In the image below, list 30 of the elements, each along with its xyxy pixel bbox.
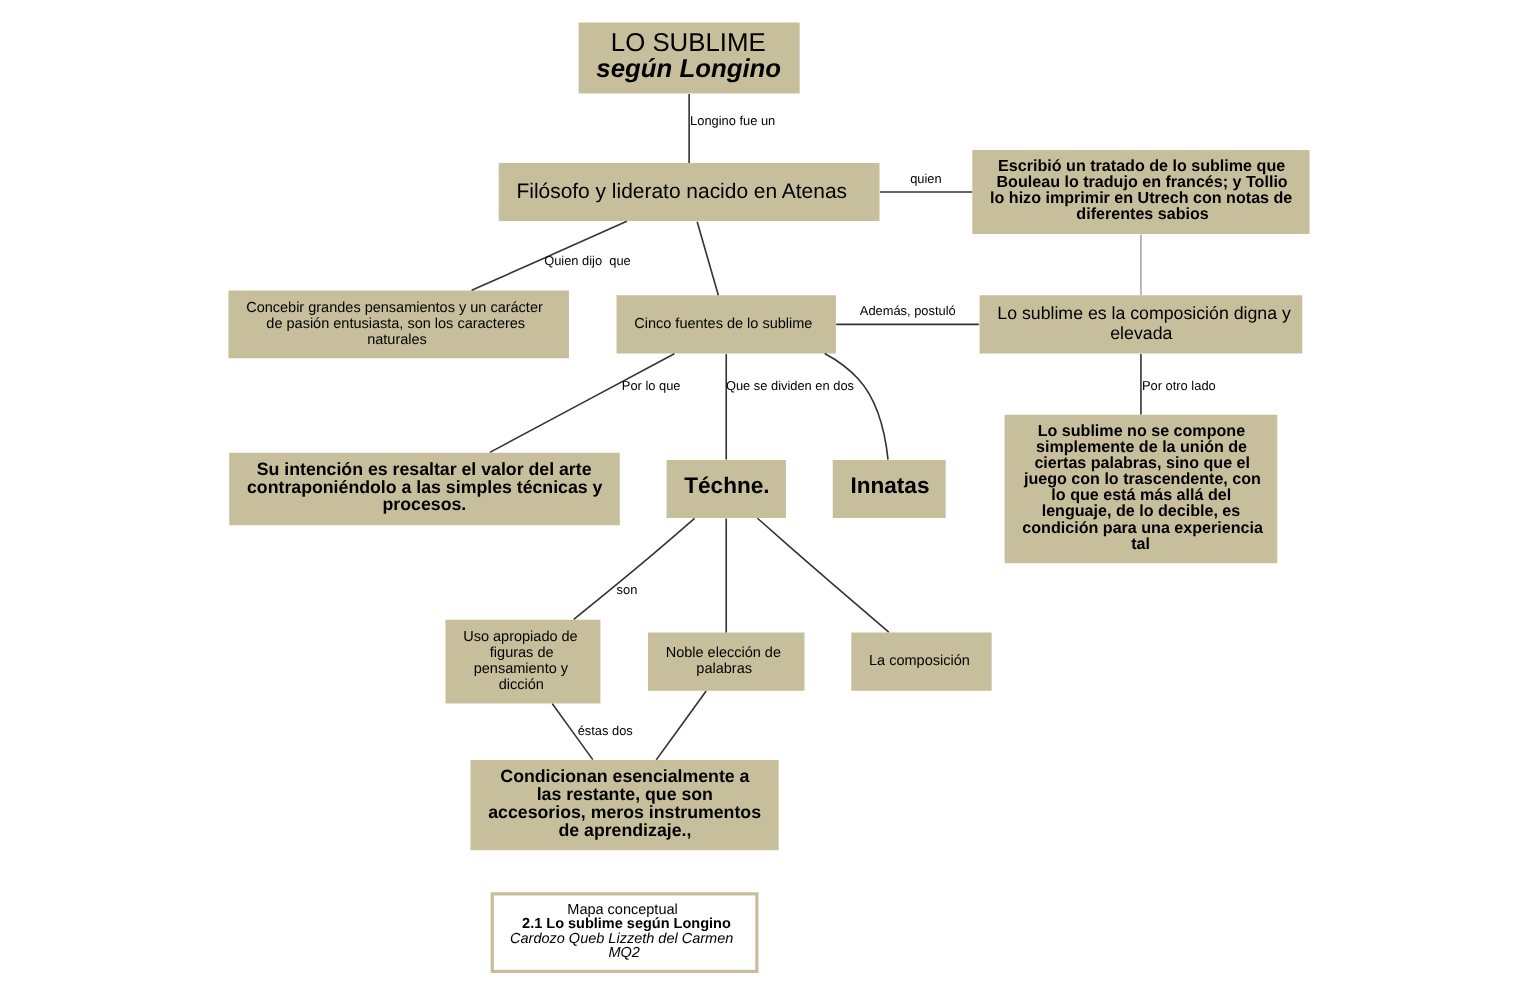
node-box: LO SUBLIME según Longino (577, 22, 799, 94)
connector (695, 220, 719, 297)
connector (724, 353, 727, 461)
node-box: Condicionan esencialmente a las restante, que son accesorios, meros instrumentos de aprendizaje., (469, 760, 778, 851)
connector (550, 703, 593, 761)
connector (571, 517, 695, 621)
connector (687, 93, 689, 164)
connector (654, 690, 706, 761)
node-box: Filósofo y liderato nacido en Atenas (497, 163, 879, 222)
connector (724, 517, 727, 634)
node-box: Mapa conceptual 2.1 Lo sublime según Longino Cardozo Queb Lizzeth del Carmen MQ2 (489, 892, 758, 973)
connector (469, 220, 627, 292)
node-box: Cinco fuentes de lo sublime (615, 295, 835, 354)
node-box: Concebir grandes pensamientos y un carácter de pasión entusiasta, son los caracteres naturales (227, 290, 568, 359)
node-box: Uso apropiado de figuras de pensamiento y dicción (444, 619, 600, 704)
connector (488, 352, 675, 454)
connector (878, 191, 972, 193)
node-box: Su intención es resaltar el valor del arte contraponiéndolo a las simples técnicas y procesos. (228, 452, 619, 526)
connector (755, 517, 889, 633)
connector (834, 323, 979, 326)
connector (1139, 353, 1141, 416)
node-box: Téchne. (665, 459, 785, 518)
node-box: Lo sublime es la composición digna y elevada (978, 295, 1302, 354)
node-box: Lo sublime no se compone simplemente de la unión de ciertas palabras, sino que el juego con lo trascendente, con lo que está más allá del lenguaje, de lo decible, es condición para una experiencia tal (1003, 414, 1277, 564)
connector (1139, 233, 1141, 296)
connector (822, 352, 888, 461)
node-box: Noble elección de palabras (647, 632, 804, 691)
node-box: Innatas (831, 459, 945, 518)
node-box: Escribió un tratado de lo sublime que Bouleau lo tradujo en francés; y Tollio lo hizo imprimir en Utrech con notas de diferentes sabios (971, 150, 1309, 234)
node-box: La composición (850, 632, 991, 691)
